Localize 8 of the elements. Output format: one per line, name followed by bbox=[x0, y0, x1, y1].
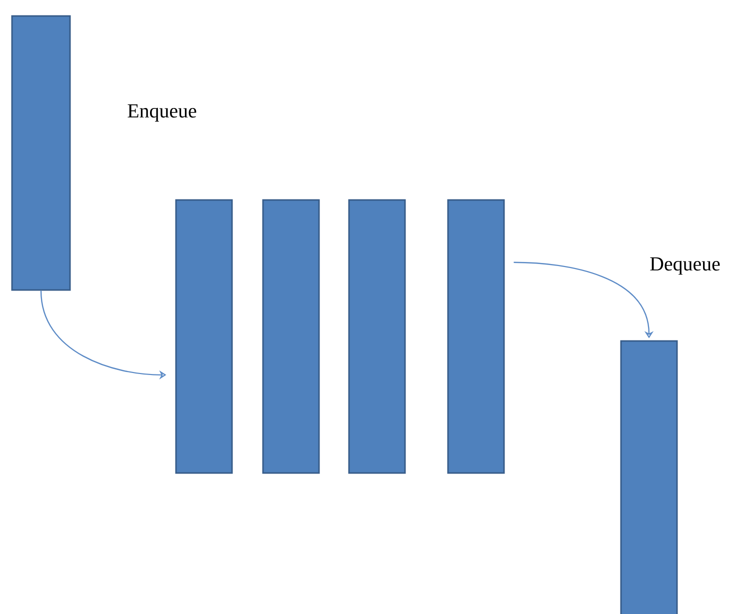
bar bbox=[175, 199, 233, 474]
bar bbox=[620, 340, 678, 614]
text-label: Enqueue bbox=[128, 104, 196, 122]
bar bbox=[348, 199, 406, 474]
bar bbox=[447, 199, 505, 474]
text-label: Dequeue bbox=[650, 257, 720, 275]
bar bbox=[11, 15, 71, 291]
bar bbox=[262, 199, 320, 474]
